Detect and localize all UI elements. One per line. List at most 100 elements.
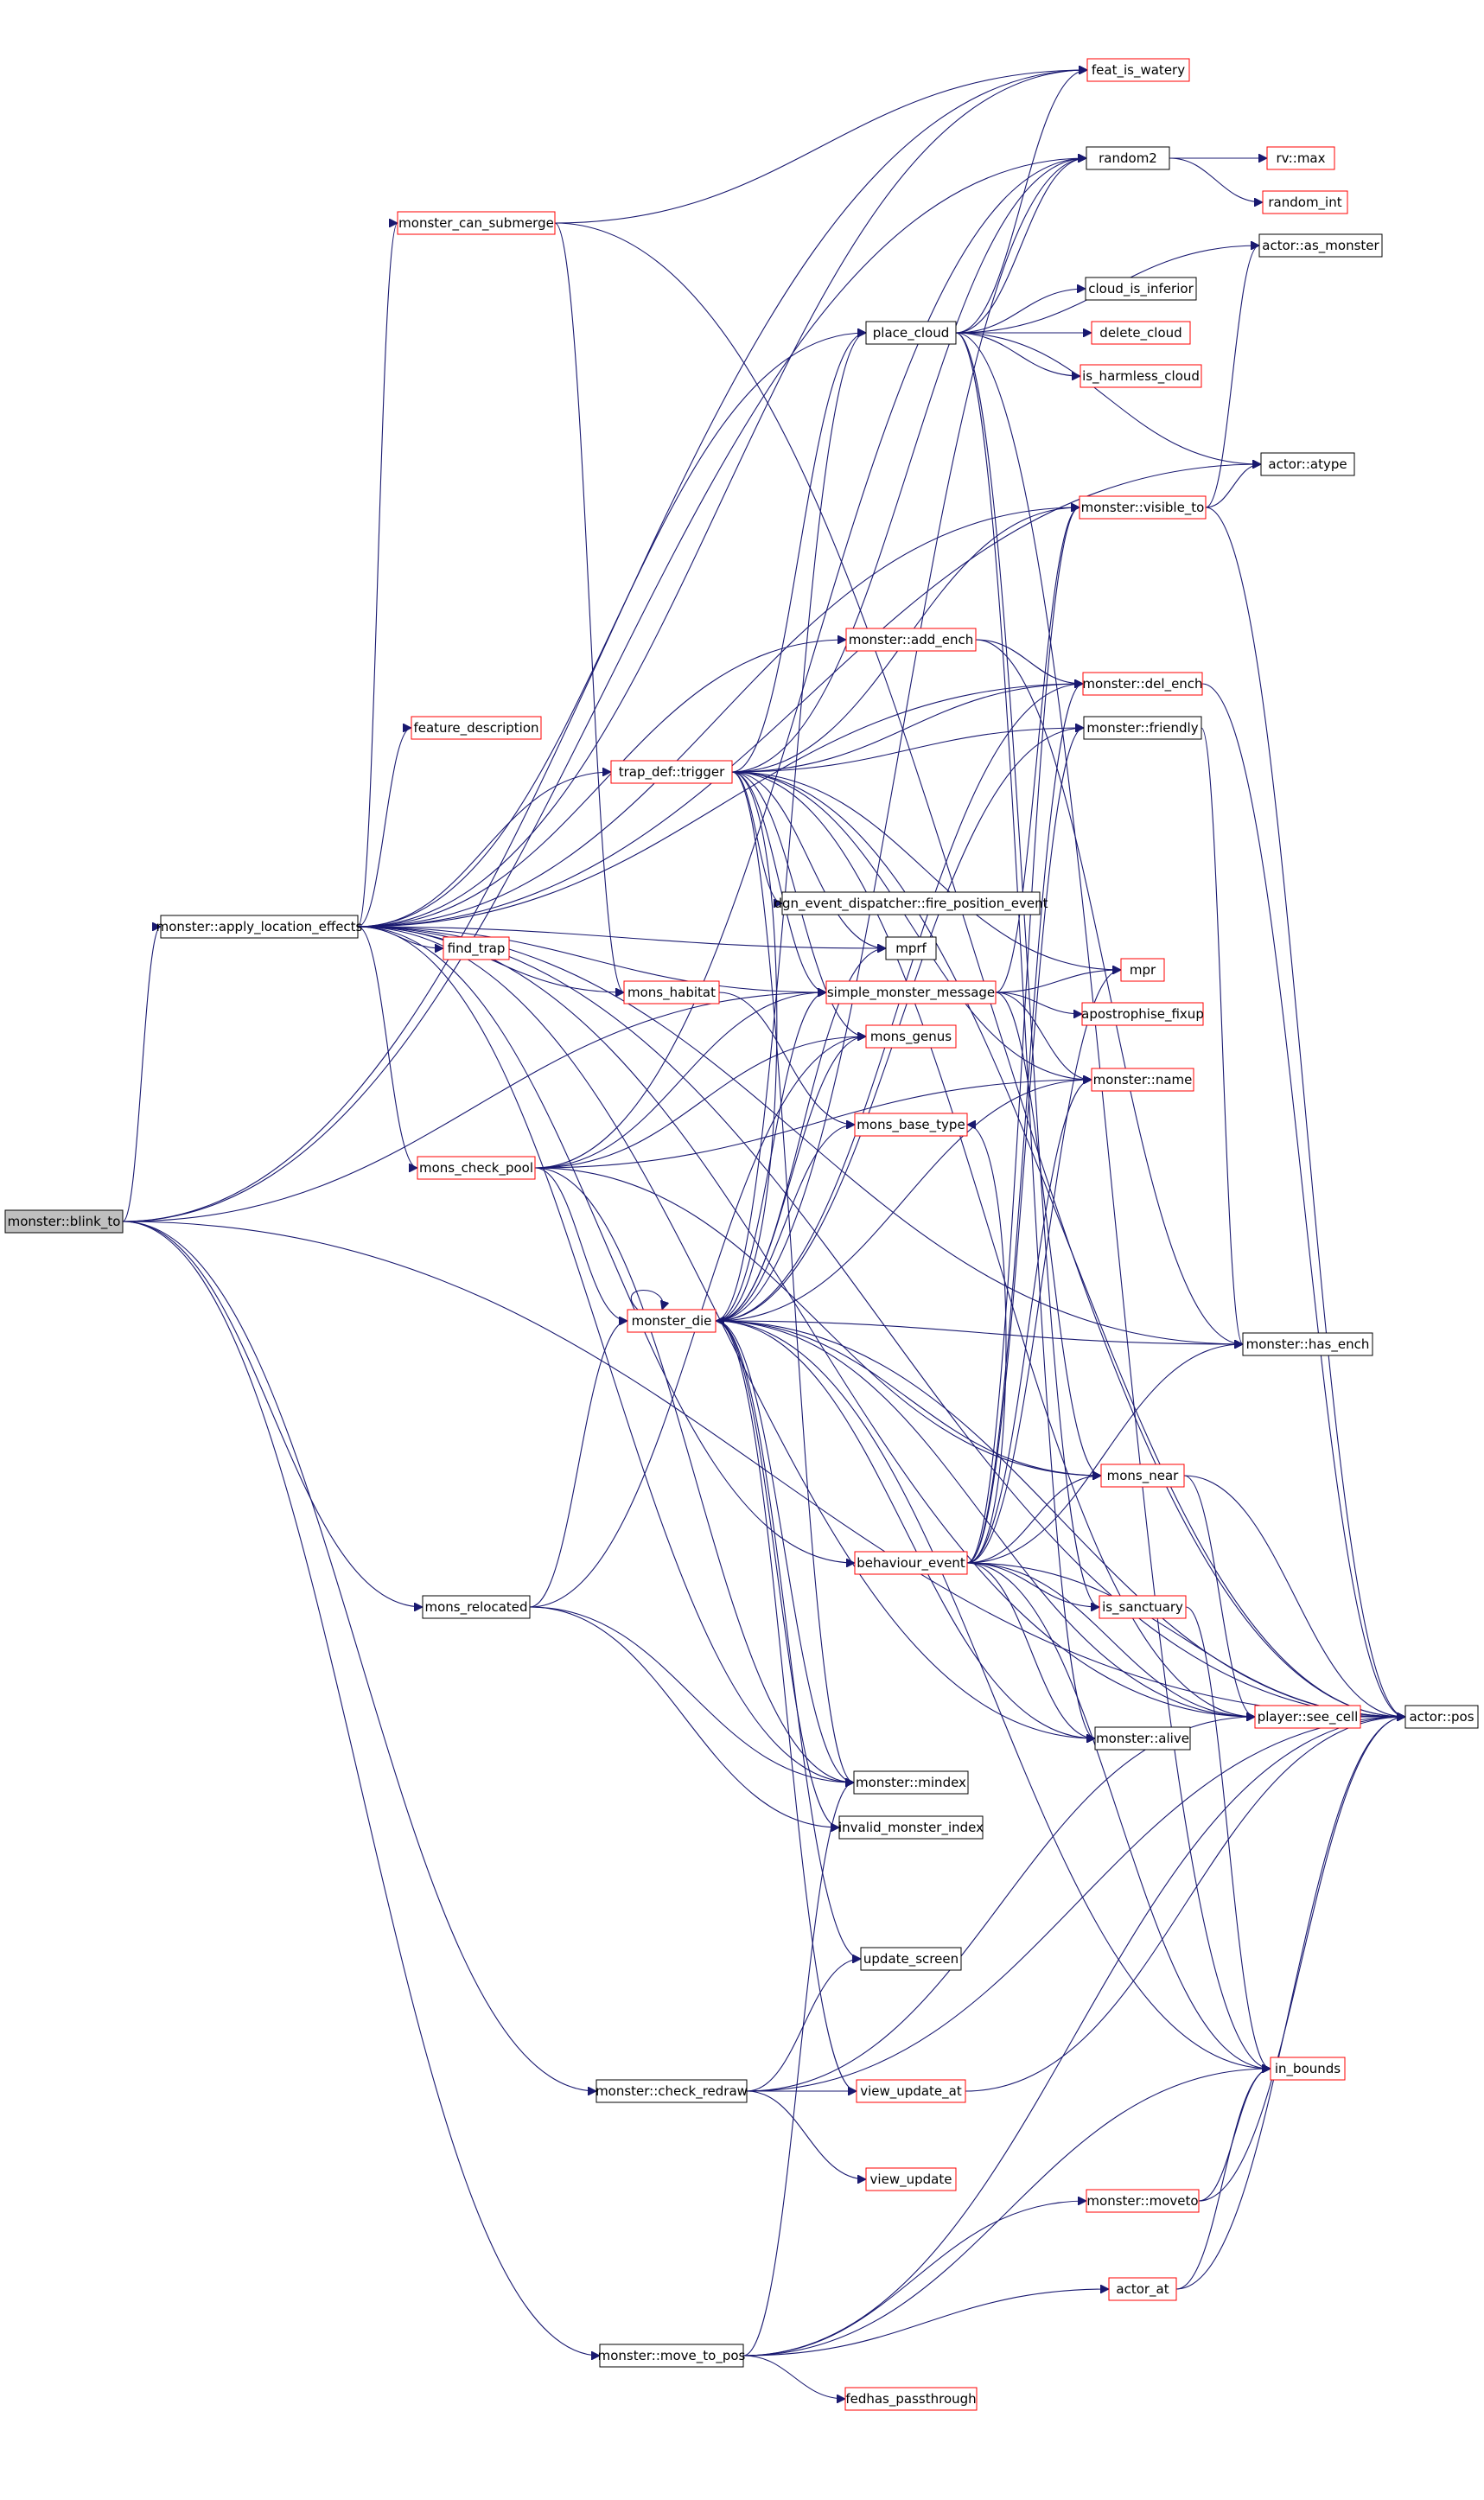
node-mons-base-type[interactable]: mons_base_type — [854, 1113, 968, 1137]
node-label: actor::atype — [1268, 456, 1347, 472]
node-del-ench[interactable]: monster::del_ench — [1082, 672, 1203, 696]
node-place-cloud[interactable]: place_cloud — [865, 321, 957, 345]
call-edge — [357, 464, 1261, 928]
call-edge — [742, 1717, 1405, 2357]
call-edge — [534, 1080, 1092, 1169]
node-label: mons_check_pool — [419, 1160, 533, 1177]
node-view-update[interactable]: view_update — [865, 2167, 957, 2191]
node-add-ench[interactable]: monster::add_ench — [845, 628, 977, 652]
call-edge — [357, 640, 846, 928]
node-label: feature_description — [413, 720, 538, 737]
call-edge — [731, 684, 1083, 773]
node-mprf[interactable]: mprf — [885, 936, 937, 960]
call-edge — [1205, 507, 1405, 1717]
node-monster-can-submerge[interactable]: monster_can_submerge — [397, 211, 556, 235]
call-edge — [357, 70, 1087, 928]
node-label: monster_can_submerge — [398, 215, 554, 232]
node-label: monster::visible_to — [1081, 500, 1205, 516]
node-mons-check-pool[interactable]: mons_check_pool — [417, 1156, 536, 1180]
node-move-to-pos[interactable]: monster::move_to_pos — [598, 2344, 746, 2368]
node-mons-habitat[interactable]: mons_habitat — [623, 980, 720, 1004]
node-mpr[interactable]: mpr — [1120, 958, 1165, 982]
call-edge — [731, 771, 826, 992]
node-see-cell[interactable]: player::see_cell — [1254, 1705, 1361, 1729]
node-fedhas-passthrough[interactable]: fedhas_passthrough — [844, 2387, 978, 2411]
call-edge — [975, 639, 1083, 684]
node-trap-trigger[interactable]: trap_def::trigger — [610, 760, 733, 784]
call-edge — [966, 1344, 1243, 1564]
call-edge — [742, 1783, 854, 2357]
call-edge — [966, 1562, 1271, 2069]
node-label: monster::moveto — [1086, 2193, 1198, 2209]
call-edge — [966, 507, 1080, 1564]
node-label: dgn_event_dispatcher::fire_position_even… — [774, 896, 1048, 912]
node-label: invalid_monster_index — [838, 1820, 984, 1836]
call-edge — [966, 1562, 1405, 1717]
call-edge — [534, 1036, 866, 1169]
node-label: monster::add_ench — [849, 632, 973, 648]
node-monster-mindex[interactable]: monster::mindex — [853, 1770, 969, 1795]
call-edge — [955, 289, 1086, 334]
call-edge — [718, 992, 855, 1125]
call-edge — [716, 771, 778, 1321]
node-is-sanctuary[interactable]: is_sanctuary — [1099, 1595, 1187, 1619]
node-label: mons_near — [1107, 1468, 1180, 1484]
node-has-ench[interactable]: monster::has_ench — [1242, 1332, 1373, 1356]
call-edge — [965, 1717, 1405, 2092]
node-feature-description[interactable]: feature_description — [411, 716, 542, 740]
node-friendly[interactable]: monster::friendly — [1083, 716, 1202, 740]
call-edge — [966, 1562, 1095, 1738]
node-label: monster::mindex — [856, 1775, 966, 1790]
call-edge — [731, 158, 1086, 773]
node-view-update-at[interactable]: view_update_at — [856, 2079, 966, 2103]
node-feat-is-watery[interactable]: feat_is_watery — [1086, 58, 1190, 82]
node-cloud-is-inferior[interactable]: cloud_is_inferior — [1085, 277, 1197, 301]
node-label: actor::as_monster — [1262, 238, 1379, 254]
node-label: delete_cloud — [1099, 325, 1181, 341]
node-invalid-monster-index[interactable]: invalid_monster_index — [838, 1815, 984, 1840]
call-edge — [357, 507, 1080, 928]
node-apply-location-effects[interactable]: monster::apply_location_effects — [156, 915, 363, 939]
node-mons-genus[interactable]: mons_genus — [865, 1024, 957, 1049]
node-monster-name[interactable]: monster::name — [1091, 1068, 1194, 1092]
node-mons-near[interactable]: mons_near — [1100, 1464, 1185, 1488]
node-check-redraw[interactable]: monster::check_redraw — [596, 2079, 748, 2103]
node-find-trap[interactable]: find_trap — [443, 936, 510, 960]
node-random2[interactable]: random2 — [1086, 146, 1170, 170]
node-simple-monster-message[interactable]: simple_monster_message — [825, 980, 997, 1004]
node-label: actor::pos — [1409, 1709, 1474, 1725]
node-random-int[interactable]: random_int — [1262, 190, 1348, 214]
node-visible-to[interactable]: monster::visible_to — [1079, 495, 1207, 520]
call-edge — [746, 2090, 866, 2179]
call-edge — [995, 507, 1080, 993]
call-edge — [1183, 1475, 1256, 1717]
node-blink-to[interactable]: monster::blink_to — [4, 1209, 124, 1234]
node-in-bounds[interactable]: in_bounds — [1270, 2057, 1346, 2081]
call-edge — [742, 2201, 1086, 2357]
call-edge — [554, 222, 1405, 1717]
call-edge — [357, 728, 412, 928]
node-monster-die[interactable]: monster_die — [627, 1309, 717, 1333]
node-actor-pos[interactable]: actor::pos — [1404, 1705, 1479, 1729]
node-actor-at[interactable]: actor_at — [1108, 2277, 1177, 2301]
call-edge — [1198, 1717, 1405, 2202]
node-label: monster::friendly — [1086, 720, 1198, 736]
node-rv-max[interactable]: rv::max — [1266, 146, 1335, 170]
node-monster-alive[interactable]: monster::alive — [1094, 1726, 1191, 1751]
node-label: find_trap — [448, 941, 506, 957]
node-actor-atype[interactable]: actor::atype — [1260, 452, 1355, 476]
node-apostrophise-fixup[interactable]: apostrophise_fixup — [1081, 1002, 1204, 1026]
node-label: fedhas_passthrough — [845, 2391, 976, 2408]
node-behaviour-event[interactable]: behaviour_event — [854, 1551, 968, 1575]
call-edge — [357, 684, 1083, 928]
node-actor-as-monster[interactable]: actor::as_monster — [1258, 233, 1383, 258]
call-edge — [715, 1320, 1243, 1344]
call-edges — [122, 70, 1405, 2399]
node-fire-position-event[interactable]: dgn_event_dispatcher::fire_position_even… — [774, 891, 1048, 915]
node-is-harmless-cloud[interactable]: is_harmless_cloud — [1080, 364, 1202, 388]
node-mons-relocated[interactable]: mons_relocated — [422, 1595, 531, 1619]
node-update-screen[interactable]: update_screen — [860, 1947, 962, 1971]
node-moveto[interactable]: monster::moveto — [1086, 2189, 1200, 2213]
node-delete-cloud[interactable]: delete_cloud — [1091, 321, 1191, 345]
